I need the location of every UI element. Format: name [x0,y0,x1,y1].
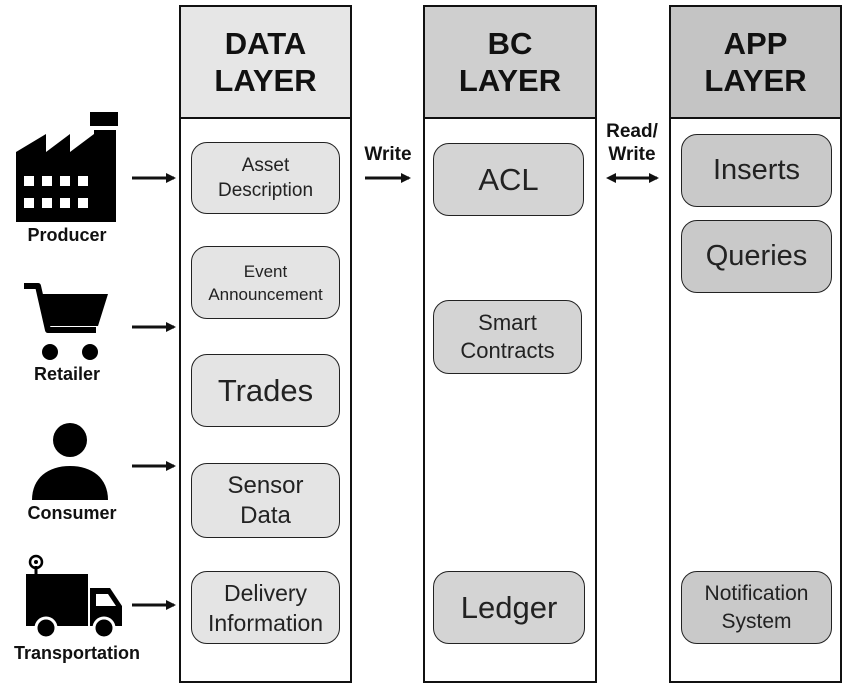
queries-node: Queries [681,220,832,293]
acl-label: ACL [478,161,539,197]
trades-label: Trades [217,372,314,408]
data-layer-title-1: DATA [224,26,307,61]
asset-description-line-2: Description [217,180,314,201]
event-announcement-line-1: Event [243,261,288,281]
delivery-information-line-2: Information [207,609,324,636]
producer-label: Producer [27,225,107,245]
inserts-label: Inserts [712,154,801,186]
transportation-label: Transportation [13,643,140,663]
read-write-label-line-2: Write [608,144,656,165]
read-write-label: Read/ Write [596,120,668,166]
smart-contracts-line-1: Smart [478,310,537,335]
trades-node: Trades [191,354,340,427]
notification-system-line-2: System [721,609,792,633]
asset-description-line-1: Asset [241,155,290,176]
bc-layer-title-1: BC [487,26,533,61]
write-label: Write [364,144,412,165]
person-icon [32,423,108,500]
sensor-data-line-2: Data [240,501,291,529]
app-layer-title-2: LAYER [704,63,807,98]
queries-label: Queries [705,240,808,272]
app-layer-title-1: APP [723,26,788,61]
consumer-label: Consumer [27,503,117,523]
factory-icon [16,112,118,222]
inserts-node: Inserts [681,134,832,207]
delivery-truck-icon [26,554,122,640]
shopping-cart-icon [24,283,108,360]
ledger-label: Ledger [460,589,558,625]
read-write-label-line-1: Read/ [606,121,658,142]
smart-contracts-line-2: Contracts [460,338,555,363]
retailer-label: Retailer [33,364,101,384]
acl-node: ACL [433,143,584,216]
notification-system-line-1: Notification [704,581,809,605]
sensor-data-line-1: Sensor [227,471,304,499]
event-announcement-line-2: Announcement [208,284,323,304]
delivery-information-line-1: Delivery [223,579,308,606]
data-layer-title-2: LAYER [214,63,317,98]
ledger-node: Ledger [433,571,585,644]
bc-layer-title-2: LAYER [458,63,562,98]
